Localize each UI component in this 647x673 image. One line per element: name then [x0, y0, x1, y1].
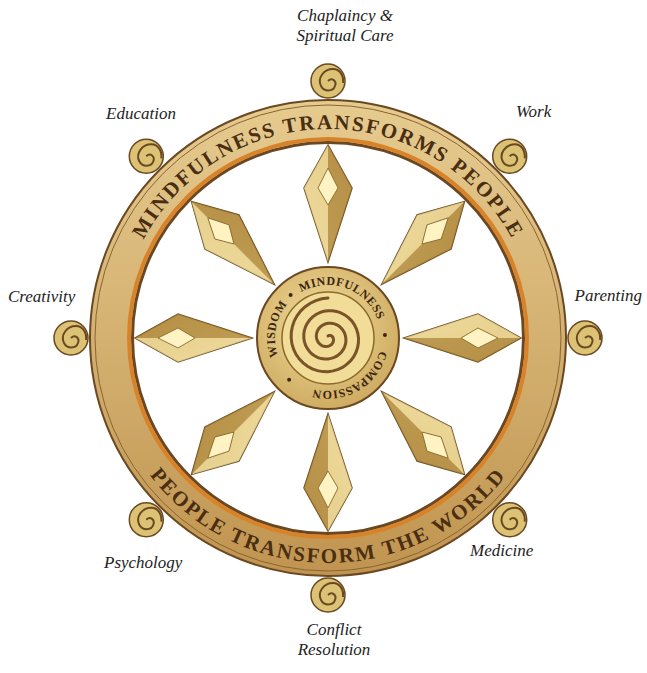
hub-word-path: WISDOM — [264, 298, 290, 360]
sector-label: Work — [516, 102, 551, 122]
hub-word: WISDOM — [264, 298, 290, 360]
ring-motto-path: PEOPLE TRANSFORM THE WORLD — [146, 463, 511, 568]
hub-word-path: MINDFULNESS — [297, 274, 388, 321]
ring-line — [95, 105, 561, 571]
separator-dot — [383, 333, 387, 337]
wheel-ground — [134, 144, 522, 532]
sector-label: Conflict Resolution — [284, 620, 384, 660]
hub-spiral — [291, 298, 358, 372]
sector-label: Chaplaincy & Spiritual Care — [285, 6, 405, 46]
sector-label: Medicine — [470, 541, 533, 561]
hub-word-path: COMPASSION — [311, 350, 390, 402]
knobs — [54, 64, 602, 612]
hub-word: COMPASSION — [311, 350, 390, 402]
ring-orange-line — [129, 139, 527, 537]
sector-label: Psychology — [104, 553, 182, 573]
hub-rim — [257, 267, 399, 409]
ring-band: MINDFULNESS TRANSFORMS PEOPLE PEOPLE TRAN… — [88, 98, 568, 578]
ring-body — [90, 100, 566, 576]
hub-word: MINDFULNESS — [297, 274, 388, 321]
hub-inner — [282, 292, 374, 384]
sector-label: Creativity — [8, 287, 75, 307]
separator-dot — [287, 378, 291, 382]
hub-circle-shape: MINDFULNESS COMPASSION WISDOM — [256, 266, 400, 410]
ring-motto: PEOPLE TRANSFORM THE WORLD — [146, 463, 511, 568]
ring-motto: MINDFULNESS TRANSFORMS PEOPLE — [127, 110, 529, 242]
ring-inner-line — [133, 143, 523, 533]
hub-circle: MINDFULNESS COMPASSION WISDOM — [256, 266, 400, 410]
spokes — [135, 145, 521, 531]
sector-label: Parenting — [575, 286, 642, 306]
sector-label: Education — [106, 104, 176, 124]
ring-motto-path: MINDFULNESS TRANSFORMS PEOPLE — [127, 110, 529, 242]
separator-dot — [289, 293, 293, 297]
